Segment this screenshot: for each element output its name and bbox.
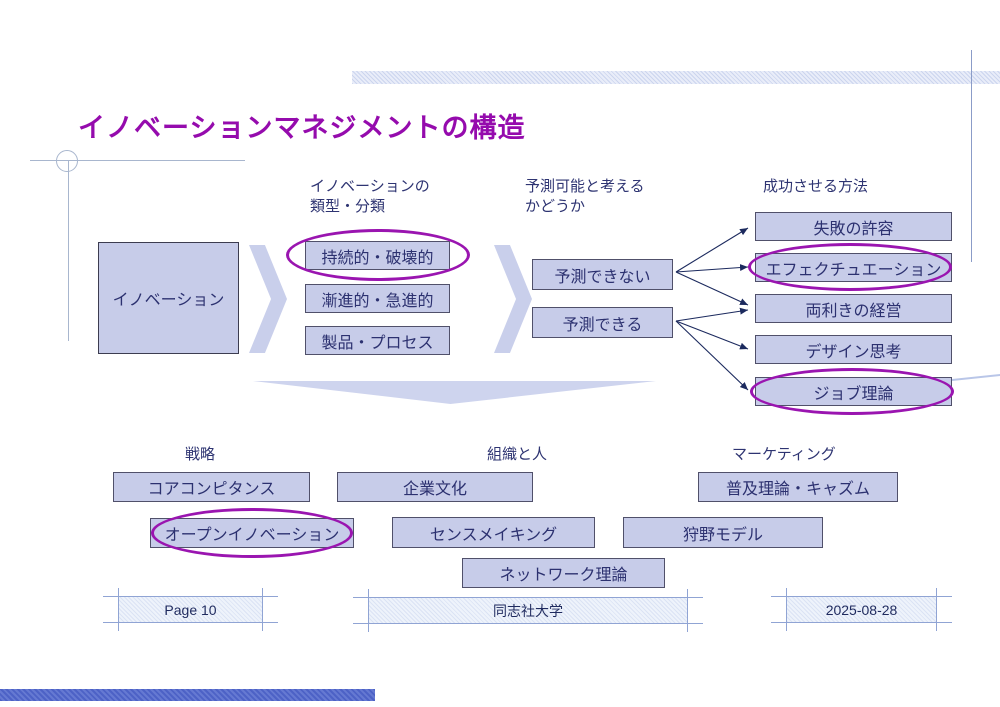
footer-page-number: Page 10 — [103, 588, 278, 631]
highlight-ellipse-effectuation — [748, 243, 952, 291]
header-organization: 組織と人 — [487, 446, 548, 463]
header-marketing: マーケティング — [732, 446, 836, 463]
box-kano-model: 狩野モデル — [623, 517, 823, 548]
box-corporate-culture: 企業文化 — [337, 472, 533, 502]
bottom-accent-bar — [0, 689, 375, 701]
footer-date-label: 2025-08-28 — [825, 601, 898, 618]
accent-circle — [56, 150, 78, 172]
box-design-thinking: デザイン思考 — [755, 335, 952, 364]
header-methods: 成功させる方法 — [763, 178, 869, 195]
box-ambidexterity: 両利きの経営 — [755, 294, 952, 323]
vertical-accent-line — [971, 50, 972, 262]
header-predictability: 予測可能と考える かどうか — [525, 178, 645, 216]
header-types: イノベーションの 類型・分類 — [310, 178, 430, 216]
chevron-right-icon — [249, 245, 287, 353]
box-unpredictable: 予測できない — [532, 259, 673, 290]
chevron-down-icon — [253, 381, 656, 404]
box-network-theory: ネットワーク理論 — [462, 558, 665, 588]
box-diffusion-chasm: 普及理論・キャズム — [698, 472, 898, 502]
highlight-ellipse-jobs-theory — [750, 368, 954, 415]
box-tolerance-of-failure: 失敗の許容 — [755, 212, 952, 241]
box-predictable: 予測できる — [532, 307, 673, 338]
chevron-right-icon — [494, 245, 532, 353]
box-incremental-radical: 漸進的・急進的 — [305, 284, 450, 313]
footer-page-label: Page 10 — [164, 601, 217, 618]
box-innovation: イノベーション — [98, 242, 239, 354]
highlight-ellipse-open-innovation — [151, 508, 353, 558]
box-sensemaking: センスメイキング — [392, 517, 595, 548]
title-underline — [30, 160, 245, 161]
box-core-competence: コアコンピタンス — [113, 472, 310, 502]
highlight-ellipse-sustaining-disruptive — [286, 229, 470, 281]
top-accent-bar — [352, 71, 1000, 84]
footer-date: 2025-08-28 — [771, 588, 952, 631]
left-accent-line — [68, 161, 69, 341]
footer-organization: 同志社大学 — [353, 589, 703, 632]
footer-organization-label: 同志社大学 — [493, 602, 563, 619]
page-title: イノベーションマネジメントの構造 — [78, 113, 526, 143]
box-product-process: 製品・プロセス — [305, 326, 450, 355]
header-strategy: 戦略 — [185, 446, 216, 463]
